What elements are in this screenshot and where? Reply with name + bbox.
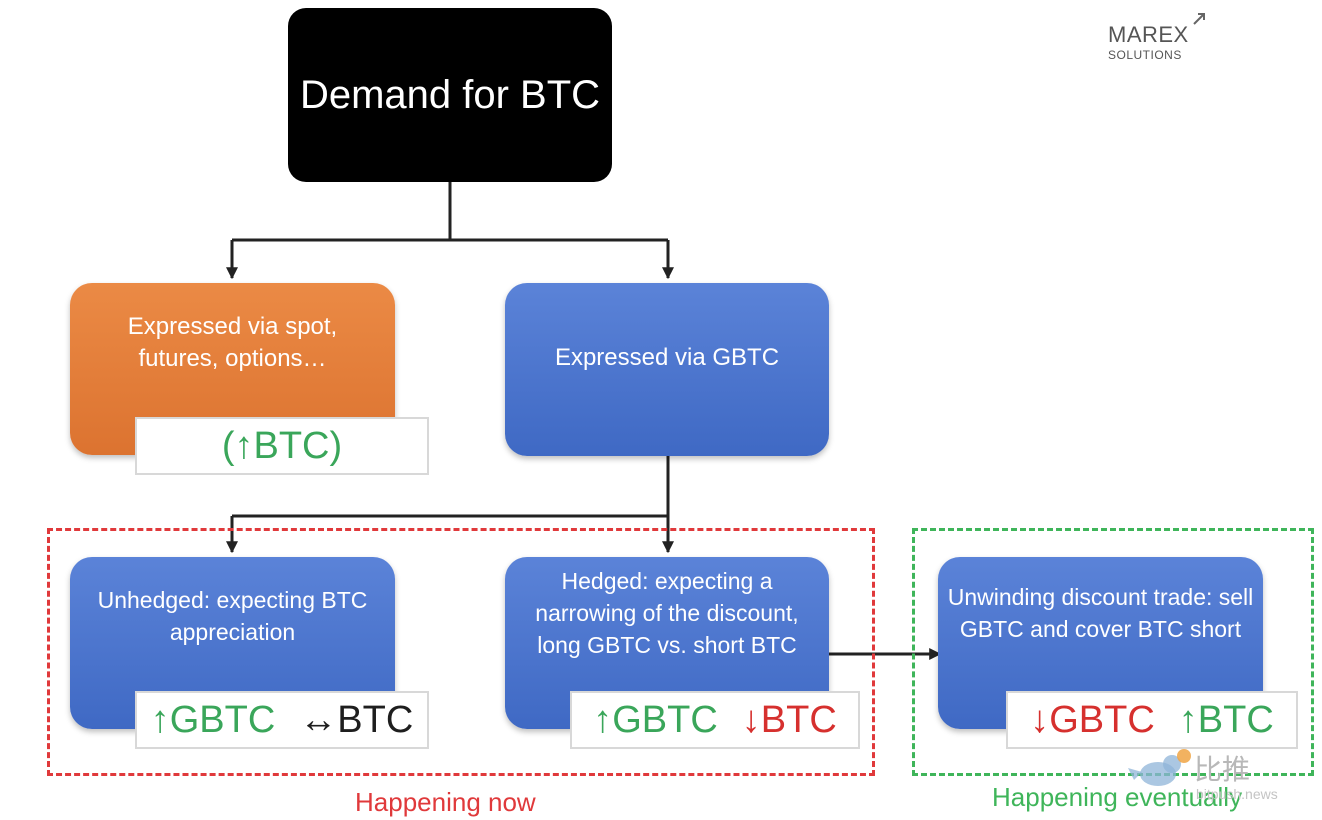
signal-hedged: ↑GBTC ↓BTC bbox=[570, 691, 860, 749]
node-gbtc-label: Expressed via GBTC bbox=[554, 343, 780, 371]
root-node: Demand for BTC bbox=[288, 8, 612, 182]
signal-unwinding-gbtc: ↓GBTC bbox=[1030, 698, 1155, 741]
signal-spot-text: (↑BTC) bbox=[221, 424, 343, 467]
marex-logo-sub: SOLUTIONS bbox=[1108, 48, 1182, 62]
signal-unhedged-btc: ↔BTC bbox=[299, 698, 414, 741]
group-happening-now bbox=[47, 528, 875, 776]
node-spot-label: Expressed via spot, futures, options… bbox=[127, 313, 338, 372]
bird-watermark-icon bbox=[1128, 749, 1191, 786]
group-happening-eventually bbox=[912, 528, 1314, 776]
node-unhedged-label: Unhedged: expecting BTC appreciation bbox=[97, 587, 368, 645]
node-hedged-label: Hedged: expecting a narrowing of the dis… bbox=[535, 568, 799, 658]
caption-happening-eventually: Happening eventually bbox=[992, 782, 1243, 812]
signal-unwinding: ↓GBTC ↑BTC bbox=[1006, 691, 1298, 749]
signal-hedged-gbtc: ↑GBTC bbox=[593, 698, 718, 741]
watermark-url: bitpush.news bbox=[1196, 786, 1278, 802]
logo-arrow-icon bbox=[1193, 13, 1205, 25]
root-label: Demand for BTC bbox=[299, 72, 601, 117]
signal-unhedged-gbtc: ↑GBTC bbox=[150, 698, 276, 741]
watermark-text: 比推 bbox=[1194, 754, 1251, 785]
signal-hedged-btc: ↓BTC bbox=[741, 698, 837, 741]
node-unwinding-label: Unwinding discount trade: sell GBTC and … bbox=[947, 584, 1254, 642]
node-gbtc: Expressed via GBTC bbox=[505, 283, 829, 456]
caption-happening-now: Happening now bbox=[355, 787, 536, 817]
signal-unhedged: ↑GBTC ↔BTC bbox=[135, 691, 429, 749]
signal-unwinding-btc: ↑BTC bbox=[1178, 698, 1274, 741]
marex-logo: MAREX bbox=[1108, 22, 1189, 47]
signal-spot: (↑BTC) bbox=[135, 417, 429, 475]
